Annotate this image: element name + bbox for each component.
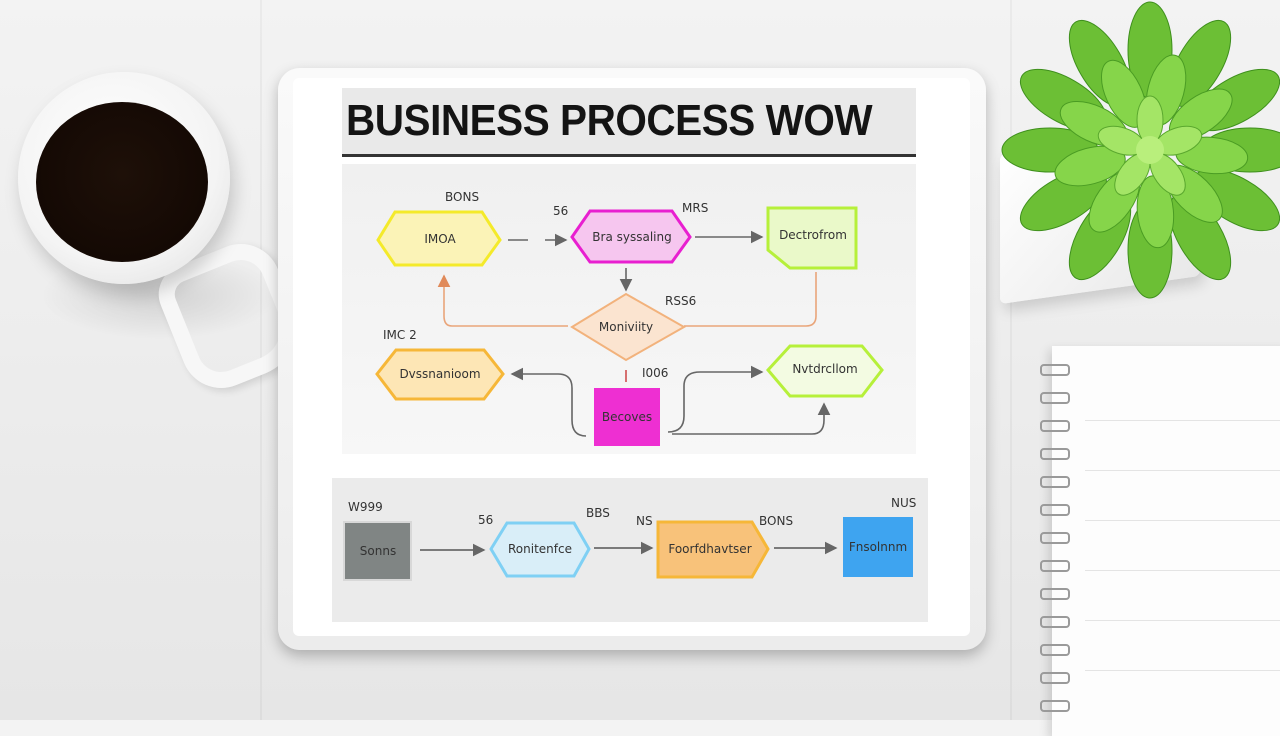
notebook-ring	[1040, 448, 1070, 460]
node-tag: BBS	[586, 506, 610, 520]
connector	[667, 365, 764, 433]
node-tag: NUS	[891, 496, 917, 510]
node-label: Foorfdhavtser	[668, 542, 752, 556]
decision-diamond	[570, 292, 687, 362]
node-tag: NS	[636, 514, 653, 528]
notebook-ring	[1040, 700, 1070, 712]
notebook-ring	[1040, 392, 1070, 404]
notebook-line	[1085, 620, 1280, 621]
node-label: Moniviity	[598, 320, 654, 334]
node-tag: 56	[478, 513, 494, 527]
node-label: Sonns	[359, 544, 397, 558]
notebook-ring	[1040, 476, 1070, 488]
notebook-ring	[1040, 532, 1070, 544]
node-tag: I006	[642, 366, 669, 380]
yellow-hexagon-node	[376, 210, 502, 267]
succulent-plant	[1001, 1, 1280, 299]
notebook-ring	[1040, 672, 1070, 684]
notebook-ring	[1040, 644, 1070, 656]
node-tag: BONS	[445, 190, 480, 204]
node-tag: W999	[348, 500, 383, 514]
notebook-line	[1085, 570, 1280, 571]
magenta-hexagon-node	[570, 209, 692, 264]
notebook-line	[1085, 670, 1280, 671]
lime-hexagon-node	[766, 344, 884, 398]
node-label: Bra syssaling	[592, 230, 672, 244]
node-tag: BONS	[759, 514, 794, 528]
node-tag: 56	[553, 204, 569, 218]
node-label: IMOA	[424, 232, 456, 246]
notebook-ring	[1040, 420, 1070, 432]
notebook-ring	[1040, 560, 1070, 572]
gray-box-node	[343, 521, 412, 581]
connector	[672, 402, 831, 435]
lime-process-node	[766, 206, 858, 270]
orange-arrow-node	[656, 520, 770, 579]
coffee	[36, 102, 208, 262]
flowchart	[343, 206, 913, 581]
sky-hexagon-node	[489, 521, 591, 578]
connector	[437, 274, 568, 327]
magenta-box-node	[594, 388, 660, 446]
node-label: Fnsolnnm	[848, 540, 908, 554]
node-label: Becoves	[601, 410, 653, 424]
orange-hexagon-node	[375, 348, 505, 401]
connector	[684, 272, 817, 327]
notebook-line	[1085, 520, 1280, 521]
title-rule	[342, 154, 916, 157]
node-label: Ronitenfce	[508, 542, 572, 556]
notebook-ring	[1040, 364, 1070, 376]
page-title: BUSINESS PROCESS WOW	[346, 96, 873, 145]
title-band	[342, 88, 916, 154]
node-label: Dectrofrom	[779, 228, 847, 242]
connector	[510, 367, 587, 437]
node-label: Dvssnanioom	[399, 367, 481, 381]
notebook-ring	[1040, 588, 1070, 600]
spiral-notebook	[1052, 346, 1280, 736]
notebook-line	[1085, 420, 1280, 421]
node-tag: IMC 2	[383, 328, 417, 342]
blue-box-node	[843, 517, 913, 577]
notebook-ring	[1040, 616, 1070, 628]
node-label: Nvtdrcllom	[792, 362, 858, 376]
node-tag: MRS	[682, 201, 709, 215]
node-tag: RSS6	[665, 294, 697, 308]
notebook-line	[1085, 470, 1280, 471]
notebook-ring	[1040, 504, 1070, 516]
